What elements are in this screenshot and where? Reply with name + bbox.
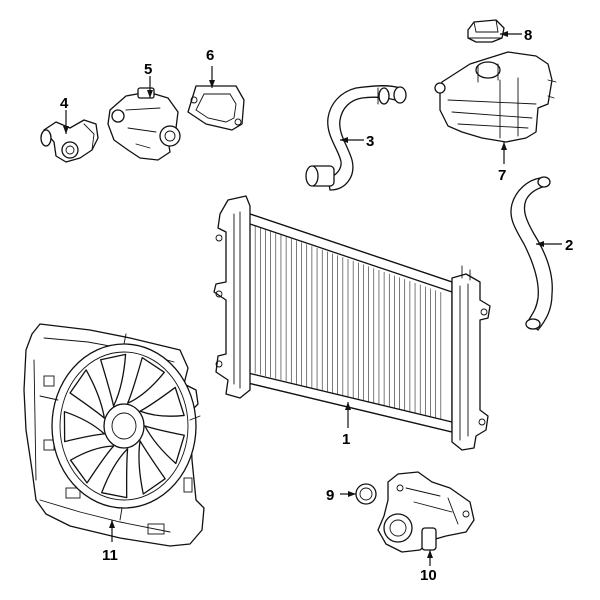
callout-10-label: 10 (420, 567, 437, 584)
callout-7: 7 (498, 142, 507, 184)
seal-ring-part[interactable] (355, 483, 377, 505)
fan-blade (139, 386, 185, 417)
callout-5-label: 5 (144, 61, 152, 78)
reservoir-cap-part[interactable] (467, 19, 505, 43)
thermostat-housing-part[interactable] (40, 119, 99, 163)
lower-radiator-hose-part[interactable] (510, 176, 553, 331)
callout-6-label: 6 (206, 47, 214, 64)
callout-4: 4 (60, 95, 69, 134)
fan-blade (69, 445, 115, 484)
fan-blade (63, 411, 106, 443)
fan-blade (126, 356, 165, 404)
callout-11: 11 (102, 520, 118, 564)
fan-blade (144, 425, 185, 465)
gasket-part[interactable] (187, 85, 245, 131)
callout-8-label: 8 (524, 27, 532, 44)
callout-11-label: 11 (102, 547, 118, 564)
upper-radiator-hose-part[interactable] (305, 85, 407, 191)
callout-9: 9 (326, 487, 356, 504)
callout-5: 5 (144, 61, 153, 98)
fan-blade (100, 353, 127, 407)
callout-2: 2 (536, 237, 573, 254)
cooling-fan-assembly-part[interactable] (23, 323, 205, 547)
callout-3-label: 3 (366, 133, 374, 150)
callout-1: 1 (342, 402, 351, 448)
fan-blade (69, 369, 106, 419)
callout-8: 8 (500, 27, 532, 44)
fan-blade (138, 440, 166, 495)
callout-9-label: 9 (326, 487, 334, 504)
callout-7-label: 7 (498, 167, 506, 184)
callout-10: 10 (420, 550, 437, 584)
callout-1-label: 1 (342, 431, 350, 448)
water-outlet-part[interactable] (107, 87, 181, 161)
callout-4-label: 4 (60, 95, 69, 112)
callout-6: 6 (206, 47, 215, 88)
callout-2-label: 2 (565, 237, 573, 254)
fan-blade (101, 448, 129, 499)
coolant-reservoir-part[interactable] (434, 51, 557, 143)
callout-3: 3 (340, 133, 374, 150)
radiator-part[interactable] (213, 195, 491, 451)
water-pump-part[interactable] (377, 471, 475, 553)
